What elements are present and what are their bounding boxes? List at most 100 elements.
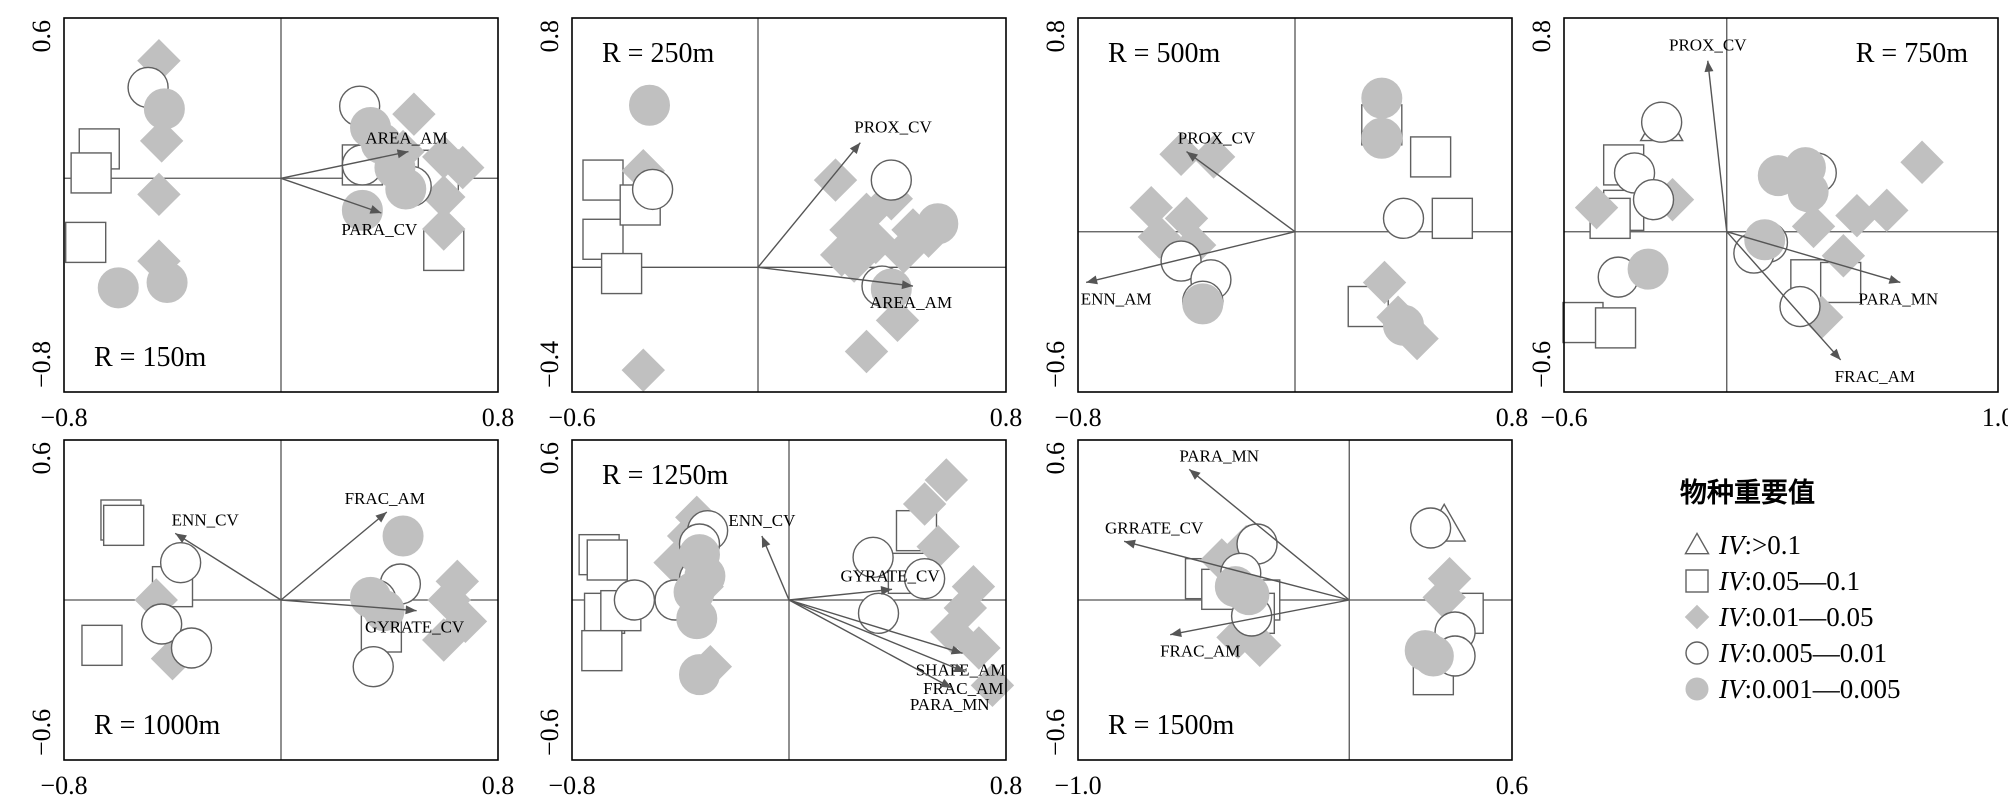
square-marker [1594, 307, 1637, 349]
diamond-marker [621, 348, 666, 392]
vector-arrowhead [901, 280, 913, 290]
filled-circle-marker [1361, 117, 1403, 159]
open-circle-marker [170, 627, 213, 669]
vector-arrowhead [1888, 275, 1901, 284]
open-circle-marker [1160, 240, 1202, 282]
vector-label: PARA_MN [910, 695, 990, 714]
diamond-marker [1900, 140, 1944, 184]
legend-title: 物种重要值 [1680, 478, 1815, 509]
vector-arrowhead [1086, 275, 1098, 285]
vector-arrow [788, 599, 966, 673]
open-square-icon [1685, 569, 1709, 593]
y-tick-label: 0.6 [27, 442, 56, 475]
x-tick-label: −0.8 [40, 403, 87, 432]
vector-arrow [1186, 151, 1296, 233]
legend-item: IV:0.05—0.1 [1685, 566, 1860, 596]
y-tick-label: 0.8 [1041, 20, 1070, 53]
y-tick-label: 0.6 [27, 20, 56, 53]
diamond-marker [1574, 185, 1619, 230]
diamond-marker [924, 458, 969, 502]
filled-circle-marker [629, 84, 670, 126]
scatter-points [1184, 502, 1484, 696]
filled-circle-marker [1182, 283, 1224, 325]
vector-label: PROX_CV [854, 118, 932, 137]
filled-circle-marker [341, 189, 383, 231]
vector-arrow [1707, 60, 1728, 232]
vector-arrowhead [761, 536, 771, 548]
square-marker [1409, 136, 1452, 178]
filled-circle-icon [1685, 677, 1709, 701]
vector-label: PARA_MN [1179, 446, 1259, 465]
legend-iv-symbol: IV [1718, 566, 1748, 596]
x-tick-label: 0.8 [482, 403, 515, 432]
vector-arrowhead [1704, 60, 1714, 73]
y-tick-label: −0.6 [1041, 341, 1070, 388]
square-marker [586, 539, 628, 581]
legend-label: IV:0.005—0.01 [1718, 638, 1887, 668]
square-marker [582, 159, 624, 201]
legend-label: IV:0.05—0.1 [1718, 566, 1860, 596]
vector-arrowhead [950, 645, 963, 655]
vector-arrowhead [375, 512, 387, 523]
square-marker [64, 221, 107, 264]
x-tick-label: 0.8 [1496, 403, 1529, 432]
plot-frame [63, 439, 499, 761]
panel-label: R = 1500m [1108, 710, 1234, 741]
legend-iv-symbol: IV [1718, 602, 1748, 632]
filled-circle-marker [678, 654, 720, 696]
vector-arrowhead [1189, 469, 1201, 480]
y-tick-label: −0.6 [1041, 709, 1070, 756]
diamond-marker [137, 172, 181, 217]
open-circle-marker [613, 579, 656, 621]
vector-arrow [1726, 231, 1842, 361]
vector-arrow [788, 588, 893, 601]
vector-arrow [1188, 468, 1350, 601]
y-tick-label: −0.6 [535, 709, 564, 756]
vector-label: ENN_AM [1081, 289, 1152, 308]
filled-diamond-icon [1684, 604, 1710, 630]
vector-label: ENN_CV [172, 510, 240, 529]
vector-arrow [1085, 231, 1296, 284]
y-tick-label: −0.8 [27, 341, 56, 388]
panel-label: R = 500m [1108, 38, 1220, 69]
vector-arrowhead [1186, 151, 1199, 162]
vector-arrow [174, 532, 282, 601]
open-circle-marker [1632, 178, 1675, 221]
plot-frame [1077, 439, 1513, 761]
vector-label: FRAC_AM [1835, 367, 1915, 386]
vector-arrowhead [880, 585, 893, 595]
diamond-marker [832, 239, 876, 283]
legend-range: :0.001—0.005 [1744, 674, 1900, 704]
open-triangle-icon [1684, 532, 1710, 555]
x-tick-label: 0.8 [990, 403, 1023, 432]
y-tick-label: −0.4 [535, 341, 564, 388]
legend-range: :0.005—0.01 [1744, 638, 1887, 668]
square-marker [81, 624, 123, 667]
vector-arrowhead [939, 678, 952, 688]
vector-label: GRRATE_CV [1105, 518, 1204, 537]
diamond-marker [957, 626, 1001, 670]
filled-circle-marker [870, 268, 912, 310]
legend-range: :0.01—0.05 [1744, 602, 1873, 632]
diamond-marker [813, 158, 858, 202]
filled-circle-marker [917, 203, 959, 245]
open-circle-marker [352, 645, 394, 688]
x-tick-label: 0.8 [482, 771, 515, 800]
vector-arrowhead [405, 605, 417, 615]
filled-circle-marker [146, 261, 188, 303]
vector-arrow [757, 266, 914, 287]
scatter-points [64, 39, 485, 309]
x-tick-label: 0.8 [990, 771, 1023, 800]
legend-label: IV:0.01—0.05 [1718, 602, 1874, 632]
vector-arrow [761, 535, 790, 601]
filled-circle-marker [1744, 219, 1786, 261]
x-tick-label: −0.8 [548, 771, 595, 800]
open-circle-marker [857, 592, 900, 635]
vector-arrow [788, 599, 963, 655]
y-tick-label: −0.6 [27, 709, 56, 756]
diamond-marker [1821, 234, 1866, 278]
